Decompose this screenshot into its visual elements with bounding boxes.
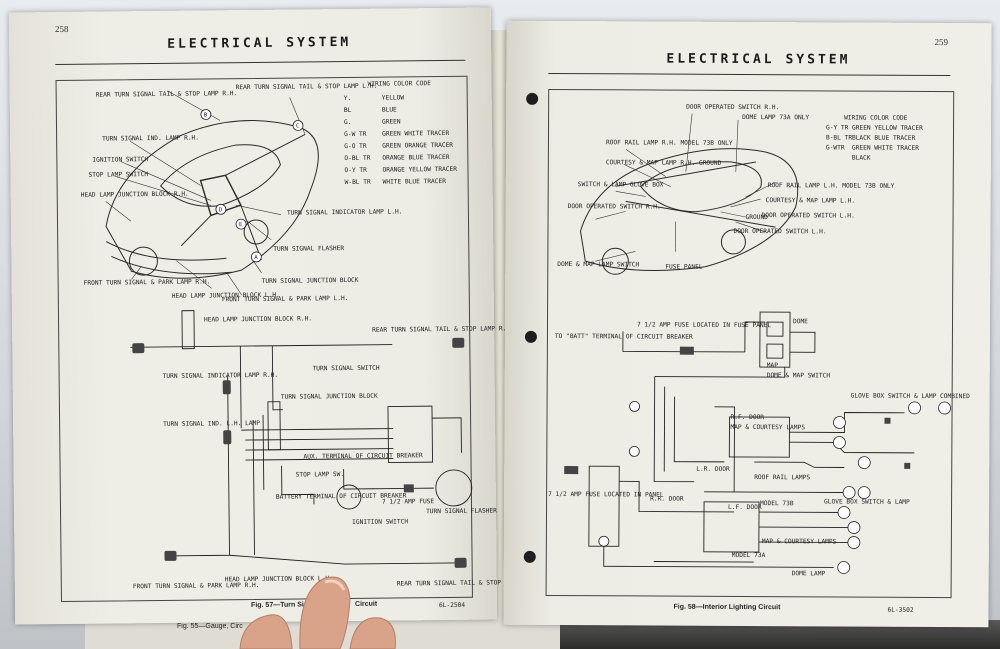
- svg-text:C: C: [296, 124, 299, 130]
- label-schem-ind-lh: TURN SIGNAL IND. L.H. LAMP: [163, 419, 261, 428]
- label-aux: AUX. TERMINAL OF CIRCUIT BREAKER: [303, 452, 423, 461]
- label-roof-rh: ROOF RAIL LAMP R.H. MODEL 73B ONLY: [605, 139, 733, 147]
- label-fuse: 7 1/2 AMP FUSE LOCATED IN FUSE PANEL: [636, 321, 772, 330]
- svg-text:A: A: [254, 255, 258, 261]
- label-door-sw-lh: DOOR OPERATED SWITCH L.H.: [761, 212, 855, 220]
- label-batt: TO "BATT" TERMINAL OF CIRCUIT BREAKER: [554, 332, 693, 341]
- label-junction: TURN SIGNAL JUNCTION BLOCK: [261, 276, 359, 285]
- label-model73a: MODEL 73A: [731, 551, 766, 560]
- car-illustration: B C D E A: [105, 90, 473, 568]
- svg-text:E: E: [239, 222, 242, 228]
- label-dome: DOME LAMP 73A ONLY: [742, 113, 810, 122]
- label-courtesy-ground: COURTESY & MAP LAMP R.H. GROUND: [605, 159, 722, 167]
- label-door-sw-rh: DOOR OPERATED SWITCH R.H.: [686, 103, 780, 112]
- label-courtesy-lh: COURTESY & MAP LAMP L.H.: [765, 197, 856, 205]
- label-rear-tail-lh: REAR TURN SIGNAL TAIL & STOP LAMP L.H.: [235, 82, 378, 92]
- label-turn-ind-rh: TURN SIGNAL IND. LAMP R.H.: [102, 134, 200, 143]
- label-dome-box: DOME: [792, 318, 808, 326]
- label-rear-tail-rh: REAR TURN SIGNAL TAIL & STOP LAMP R.H.: [95, 90, 238, 99]
- label-schem-jb: TURN SIGNAL JUNCTION BLOCK: [280, 392, 378, 401]
- figure-caption: Fig. 58—Interior Lighting Circuit: [673, 603, 781, 612]
- label-schem-ind-rh: TURN SIGNAL INDICATOR LAMP R.H.: [162, 371, 279, 380]
- label-stop-sw: STOP LAMP SW.: [295, 471, 345, 479]
- label-rf-door: R.F. DOOR: [730, 413, 765, 422]
- label-indicator-lh: TURN SIGNAL INDICATOR LAMP L.H.: [286, 208, 403, 217]
- label-fuse-panel: FUSE PANEL: [665, 263, 703, 271]
- label-schem-head-rh: HEAD LAMP JUNCTION BLOCK R.H.: [204, 315, 313, 324]
- svg-text:D: D: [219, 207, 222, 213]
- label-schem-switch: TURN SIGNAL SWITCH: [312, 364, 380, 373]
- label-door-sw-lh2: DOOR OPERATED SWITCH L.H.: [733, 227, 827, 236]
- left-page: 258 ELECTRICAL SYSTEM WIRING COLOR CODE …: [8, 7, 538, 625]
- label-schem-flasher: TURN SIGNAL FLASHER: [426, 507, 497, 516]
- svg-text:B: B: [204, 112, 208, 118]
- label-schem-rear-rh: REAR TURN SIGNAL TAIL & STOP LAMP R.H.: [372, 325, 514, 334]
- label-ign-sw: IGNITION SWITCH: [352, 518, 409, 526]
- label-head-lamp-jb: HEAD LAMP JUNCTION BLOCK R.H.: [80, 190, 189, 199]
- label-glove-combined: GLOVE BOX SWITCH & LAMP COMBINED: [850, 392, 970, 401]
- label-dome-lamp: DOME LAMP: [791, 570, 826, 578]
- label-fuse: 7 1/2 AMP FUSE: [381, 498, 435, 506]
- label-lr-door: L.R. DOOR: [696, 465, 730, 473]
- right-page: 259 ELECTRICAL SYSTEM WIRING COLOR CODE …: [503, 20, 992, 628]
- label-dome-map-sw: DOME & MAP LAMP SWITCH: [557, 261, 640, 269]
- label-glove: SWITCH & LAMP GLOVE BOX: [577, 181, 664, 189]
- label-fuse-panel2: 7 1/2 AMP FUSE LOCATED IN PANEL: [548, 490, 664, 499]
- label-flasher: TURN SIGNAL FLASHER: [273, 245, 345, 253]
- figure-code: 6L-3502: [887, 606, 914, 614]
- label-ignition: IGNITION SWITCH: [92, 156, 149, 164]
- interior-wiring-diagram: [564, 113, 951, 574]
- label-map-courtesy2: MAP & COURTESY LAMPS: [761, 538, 837, 546]
- label-stop-switch: STOP LAMP SWITCH: [88, 171, 149, 179]
- label-glove-sw: GLOVE BOX SWITCH & LAMP: [824, 498, 910, 506]
- label-map-courtesy: MAP & COURTESY LAMPS: [730, 423, 805, 432]
- label-map-box: MAP: [766, 362, 778, 370]
- label-dome-map-switch: DOME & MAP SWITCH: [766, 372, 831, 380]
- label-model73b: MODEL 73B: [760, 500, 794, 508]
- underlying-caption: Fig. 55—Gauge, Circ: [177, 623, 243, 630]
- label-roof-lamps: ROOF RAIL LAMPS: [754, 474, 811, 482]
- figure-code: 6L-2504: [439, 601, 466, 610]
- label-front-lh: FRONT TURN SIGNAL & PARK LAMP L.H.: [221, 294, 349, 304]
- label-lf-door: L.F. DOOR: [728, 503, 762, 512]
- label-roof-lh: ROOF RAIL LAMP L.H. MODEL 73B ONLY: [767, 182, 895, 190]
- hand-fingers: [239, 576, 396, 649]
- label-door-sw2: DOOR OPERATED SWITCH R.H.: [567, 203, 661, 211]
- label-front-rh: FRONT TURN SIGNAL & PARK LAMP R.H.: [83, 278, 211, 287]
